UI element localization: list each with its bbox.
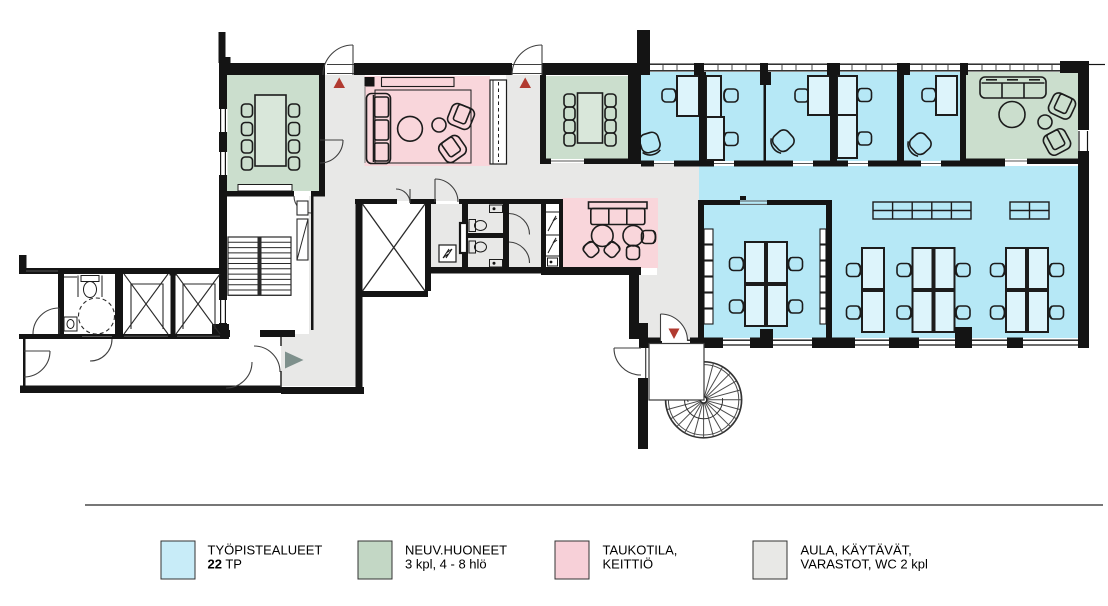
svg-text:TYÖPISTEALUEET: TYÖPISTEALUEET <box>208 543 323 558</box>
svg-text:TAUKOTILA,: TAUKOTILA, <box>603 543 678 558</box>
svg-text:VARASTOT, WC 2 kpl: VARASTOT, WC 2 kpl <box>801 557 928 572</box>
svg-text:3 kpl, 4 - 8 hlö: 3 kpl, 4 - 8 hlö <box>405 557 487 572</box>
svg-text:KEITTIÖ: KEITTIÖ <box>603 557 654 572</box>
svg-text:NEUV.HUONEET: NEUV.HUONEET <box>405 543 507 558</box>
svg-text:22 TP: 22 TP <box>208 557 242 572</box>
svg-text:AULA, KÄYTÄVÄT,: AULA, KÄYTÄVÄT, <box>801 543 912 558</box>
